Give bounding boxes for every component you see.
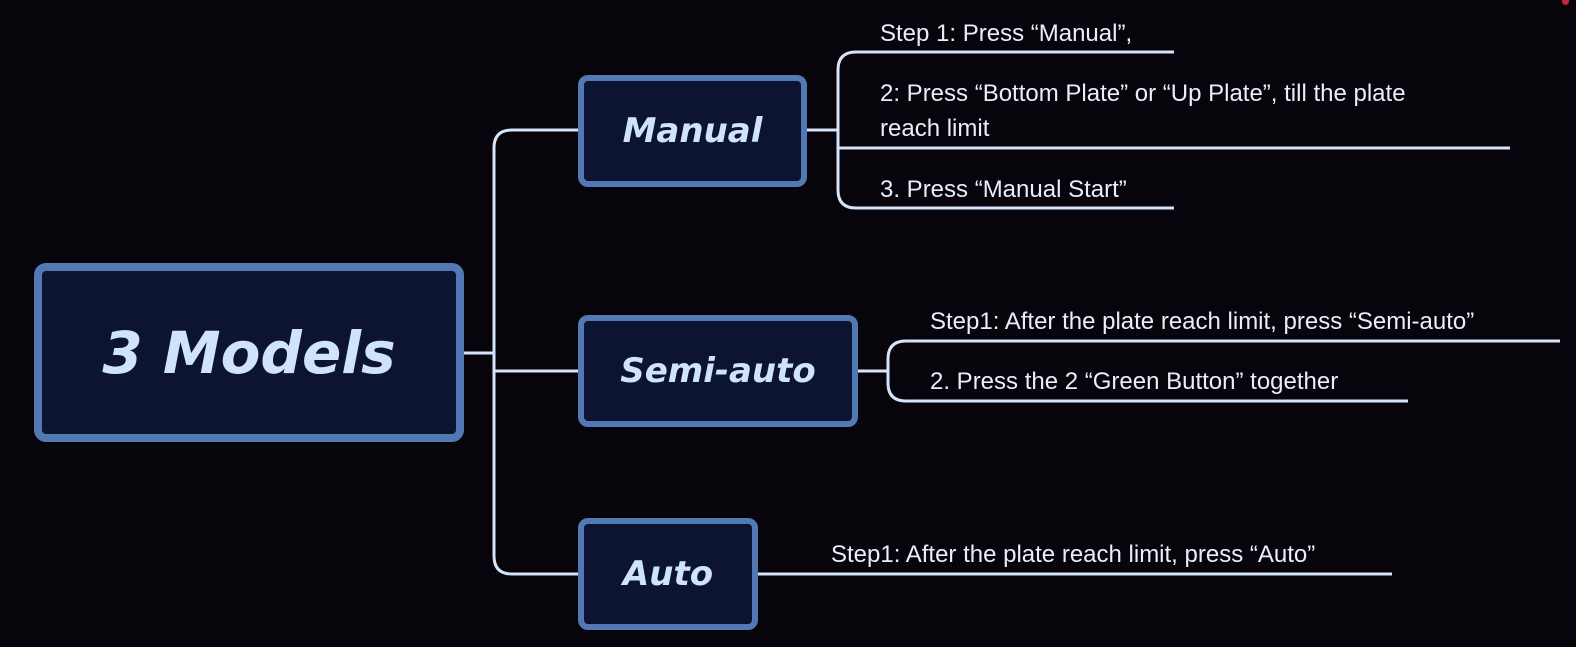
connector-semi-auto-bracket bbox=[886, 339, 1560, 403]
step-manual-2: 2: Press “Bottom Plate” or “Up Plate”, t… bbox=[880, 80, 1406, 107]
step-manual-1: Step 1: Press “Manual”, bbox=[880, 20, 1133, 47]
connector-manual-bracket bbox=[836, 50, 1174, 210]
branch-label-manual: Manual bbox=[622, 111, 763, 151]
connector-trunk bbox=[492, 128, 581, 576]
root-node: 3 Models bbox=[34, 263, 464, 442]
corner-accent-mark bbox=[1562, 0, 1569, 5]
branch-label-auto: Auto bbox=[622, 554, 714, 594]
step-manual-2-cont: reach limit bbox=[880, 115, 990, 142]
branch-label-semi-auto: Semi-auto bbox=[620, 351, 816, 391]
step-auto-1: Step1: After the plate reach limit, pres… bbox=[831, 541, 1316, 568]
root-label: 3 Models bbox=[102, 318, 396, 387]
branch-node-manual: Manual bbox=[578, 75, 807, 187]
step-semi-auto-1: Step1: After the plate reach limit, pres… bbox=[930, 308, 1475, 335]
branch-node-auto: Auto bbox=[578, 518, 758, 630]
step-semi-auto-2: 2. Press the 2 “Green Button” together bbox=[930, 368, 1339, 395]
step-manual-3: 3. Press “Manual Start” bbox=[880, 176, 1127, 203]
branch-node-semi-auto: Semi-auto bbox=[578, 315, 858, 427]
